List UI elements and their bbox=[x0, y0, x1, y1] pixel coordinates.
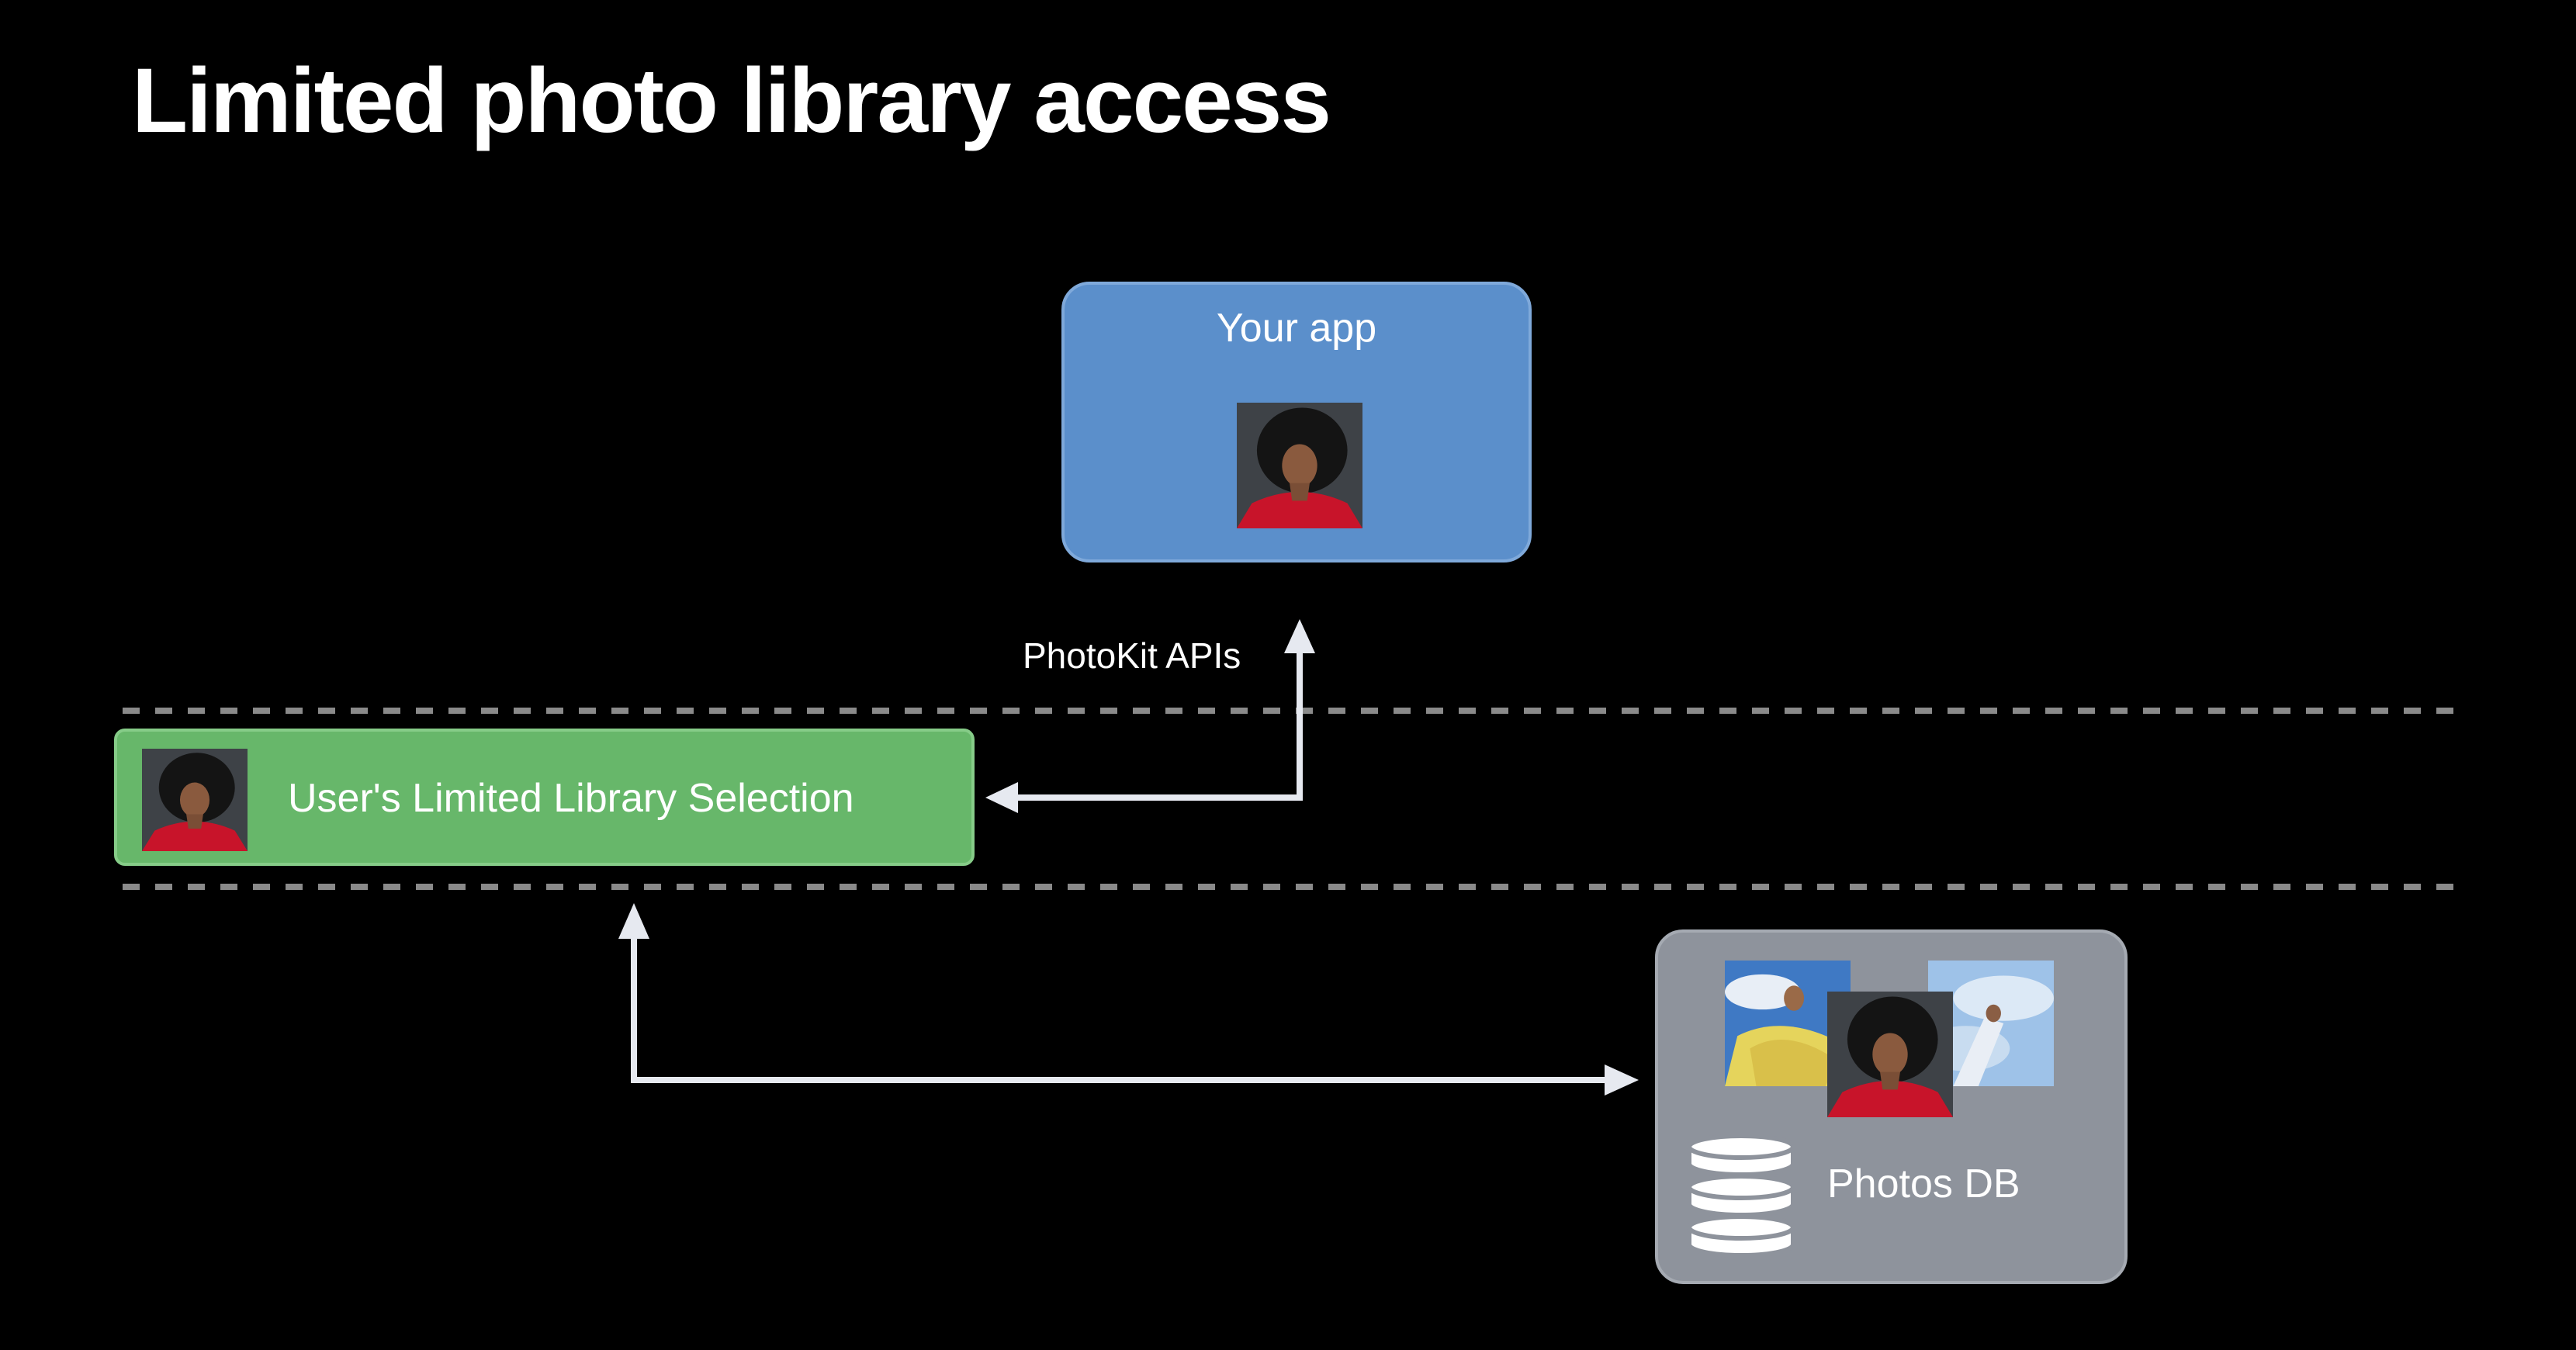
limited-library-selection-label: User's Limited Library Selection bbox=[288, 776, 854, 821]
portrait-photo-thumbnail bbox=[1237, 403, 1362, 528]
your-app-label: Your app bbox=[1216, 306, 1377, 351]
page-title: Limited photo library access bbox=[132, 50, 1331, 152]
arrowhead-up bbox=[618, 903, 649, 939]
your-app-box: Your app bbox=[1061, 282, 1532, 562]
photos-db-box: Photos DB bbox=[1655, 929, 2128, 1284]
photos-db-label: Photos DB bbox=[1827, 1161, 2020, 1206]
arrowhead-right bbox=[1605, 1064, 1639, 1096]
portrait-photo-thumbnail bbox=[142, 749, 248, 851]
photos-db-connector-arrow bbox=[631, 937, 1606, 1083]
limited-library-selection-box: User's Limited Library Selection bbox=[114, 729, 975, 866]
photokit-apis-label: PhotoKit APIs bbox=[1023, 635, 1241, 676]
portrait-photo-thumbnail bbox=[1827, 992, 1953, 1117]
yellow-dress-photo-thumbnail bbox=[1725, 961, 1851, 1086]
database-icon bbox=[1687, 1134, 1795, 1258]
arrowhead-left bbox=[985, 782, 1018, 813]
arrowhead-up bbox=[1284, 619, 1315, 653]
